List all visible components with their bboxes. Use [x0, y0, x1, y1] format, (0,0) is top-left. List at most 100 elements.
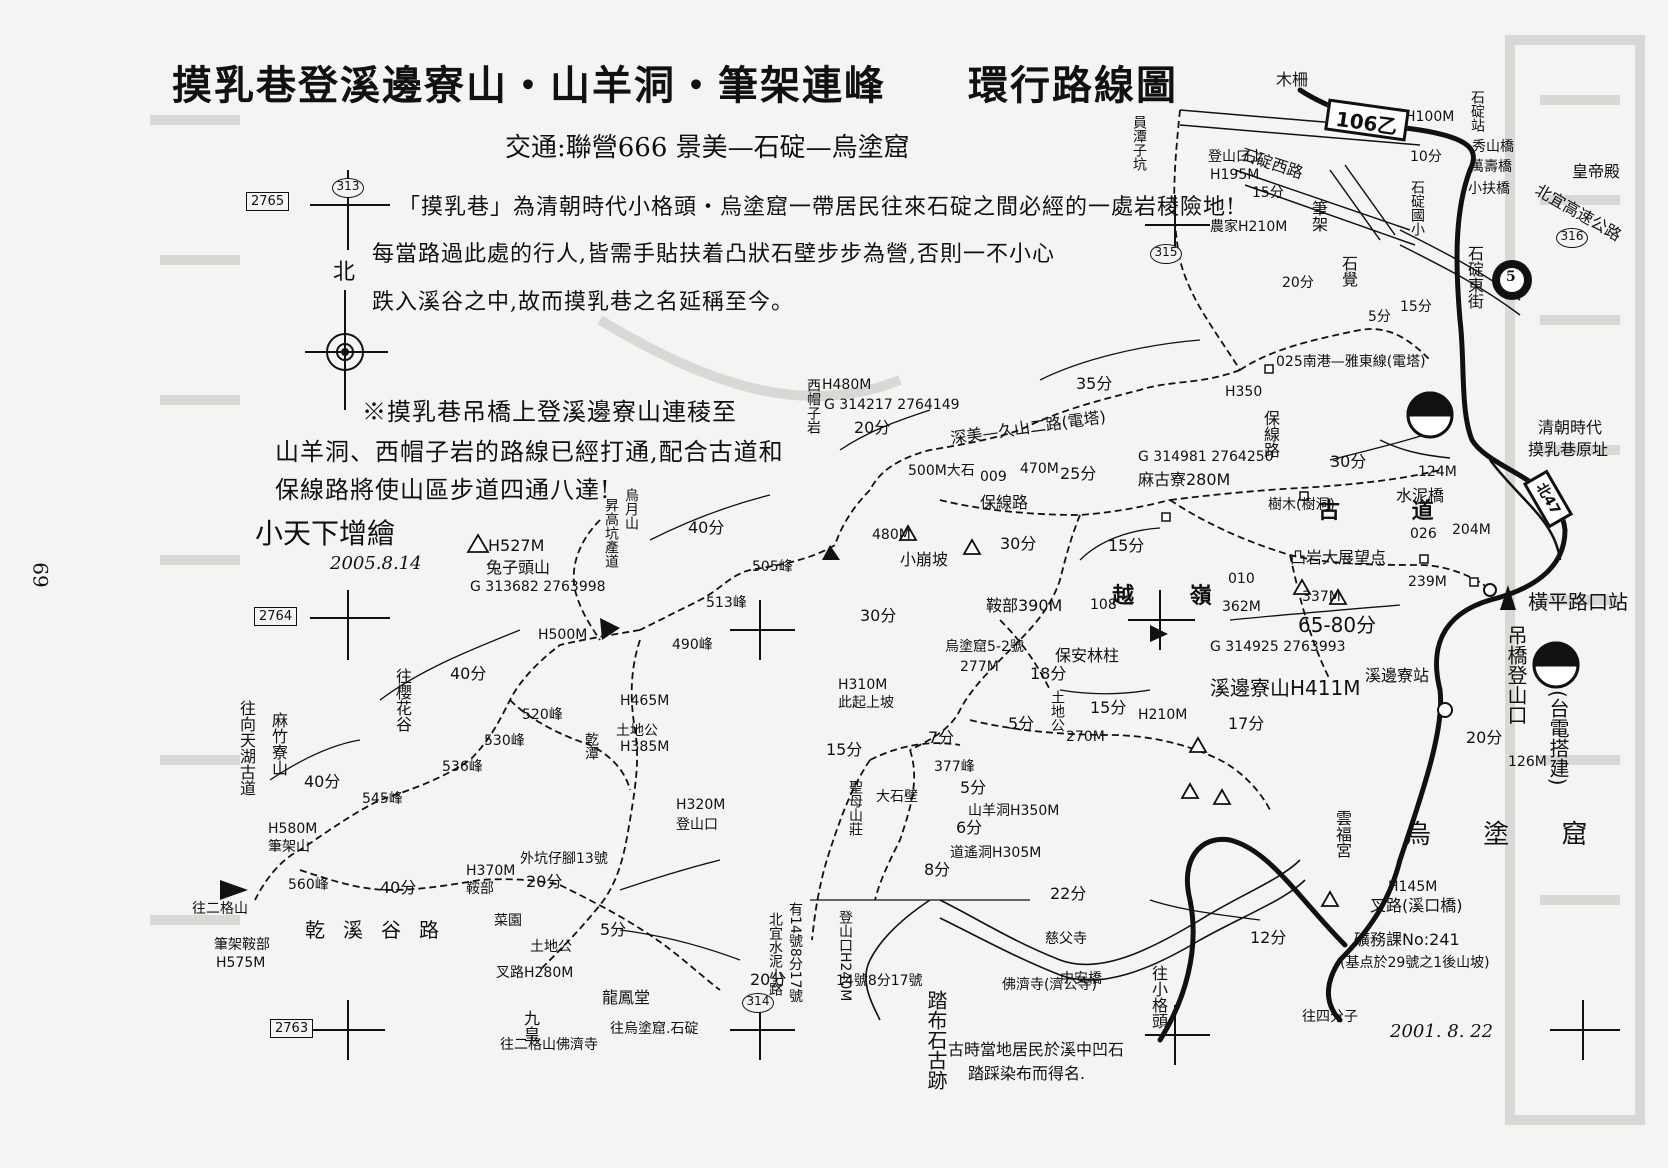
label-bijia: 筆架 — [1309, 200, 1328, 232]
time-15a: 15分 — [1252, 185, 1284, 201]
time-30c: 30分 — [860, 606, 897, 625]
label-h362: 362M — [1222, 599, 1261, 615]
label-baizhi: 員潭子坑 — [1131, 115, 1147, 171]
transport-info: 交通:聯營666 景美—石碇—烏塗窟 — [505, 133, 910, 163]
route-badge-316: 316 — [1556, 228, 1588, 248]
label-tower-built: (台電搭建) — [1546, 690, 1570, 786]
label-h239: 239M — [1408, 574, 1447, 590]
label-xiao-shan-note: 有14號8分17號 — [787, 902, 803, 1003]
intro-line-1: 「摸乳巷」為清朝時代小格頭‧烏塗窟一帶居民往來石碇之間必經的一處岩稜險地! — [398, 195, 1236, 220]
label-farm: 農家H210M — [1210, 219, 1288, 235]
label-diaoqiao-h: 126M — [1508, 754, 1547, 770]
label-p545: 545峰 — [362, 791, 403, 807]
grid-label-2764: 2764 — [254, 607, 298, 626]
label-xi-mao-g: G 314217 2764149 — [824, 397, 960, 413]
label-tabu-stone: 踏布石古跡 — [924, 990, 948, 1090]
label-tuzi-h: H527M — [488, 536, 545, 555]
label-muzha: 木柵 — [1276, 70, 1309, 89]
label-xiao-shan-road: 北宜水泥小路 — [767, 912, 783, 996]
label-bijia-shan: 筆架山 — [268, 839, 310, 855]
label-baoxian-road-v: 保線路 — [1261, 410, 1280, 458]
time-40d: 40分 — [380, 878, 417, 897]
label-maiguliao-g: G 314981 2764250 — [1138, 449, 1274, 465]
map-title: 摸乳巷登溪邊寮山‧山羊洞‧筆架連峰 — [172, 62, 886, 109]
label-p530: 530峰 — [484, 733, 525, 749]
bus-stops — [1437, 583, 1497, 718]
label-h385: H385M — [620, 739, 670, 755]
route-badge-313: 313 — [332, 178, 364, 198]
north-compass — [305, 290, 388, 410]
label-shumu: 樹木(樹洞) — [1268, 497, 1335, 513]
label-h480: 480M — [872, 527, 911, 543]
grid-label-2765: 2765 — [246, 192, 290, 211]
label-maiguliao: 麻古寮280M — [1138, 470, 1231, 489]
label-point-108: 108 — [1090, 597, 1117, 613]
grid-crosses — [310, 170, 1620, 1065]
label-waiti-path: 外坑仔腳13號 — [520, 851, 608, 867]
label-xiaotu: 小崩坡 — [900, 550, 949, 569]
label-jiu-huang: 九皇 — [521, 1010, 540, 1042]
label-shuini-bridge: 水泥橋 — [1396, 486, 1445, 505]
label-dengshan-h240: 登山口H240M — [837, 910, 853, 1002]
map-title-suffix: 環行路線圖 — [968, 62, 1178, 109]
time-5a: 5分 — [1368, 309, 1391, 325]
label-baoxian-road: 保線路 — [980, 493, 1029, 512]
label-shiding-station-h: H100M — [1405, 109, 1455, 125]
label-wang-erge-2: 往二格山佛濟寺 — [500, 1037, 598, 1053]
label-h465: H465M — [620, 693, 670, 709]
time-25: 25分 — [1060, 464, 1097, 483]
north-label: 北 — [333, 260, 356, 285]
town-roads — [1179, 109, 1521, 459]
point-squares — [1161, 364, 1479, 587]
time-15c: 15分 — [1108, 536, 1145, 555]
label-point-009: 009 — [980, 469, 1007, 485]
time-20e: 20分 — [750, 970, 787, 989]
label-h470: 470M — [1020, 461, 1059, 477]
label-tudi-gong-2: 土地公 — [616, 723, 658, 739]
label-h310: H310M — [838, 677, 888, 693]
label-huangdi-temple: 皇帝殿 — [1572, 162, 1621, 181]
label-baoan-post: 保安林柱 — [1055, 646, 1120, 665]
label-h204: 204M — [1452, 522, 1491, 538]
label-zhongan-bridge: 中安橋 — [1060, 971, 1102, 987]
label-shiding-elem: 石碇國小 — [1409, 180, 1425, 236]
label-h320: H320M — [676, 797, 726, 813]
label-anbu-small: 鞍部 — [466, 881, 494, 897]
bus-markers — [1406, 391, 1580, 689]
label-tuzi-g: G 313682 2763998 — [470, 579, 606, 595]
label-xiaofu-bridge: 小扶橋 — [1468, 181, 1510, 197]
label-fork-xikou: 叉路(溪口橋) — [1370, 896, 1463, 915]
label-dashi-bi: 大石壁 — [876, 789, 918, 805]
time-15d: 15分 — [1090, 698, 1127, 717]
label-p500: 500M大石 — [908, 463, 975, 479]
label-shiding-east-street: 石碇東街 — [1465, 245, 1484, 309]
time-40b: 40分 — [450, 664, 487, 683]
label-mining: 礦務課No:241 — [1354, 930, 1460, 949]
label-point-010: 010 — [1228, 571, 1255, 587]
label-xiushan-bridge: 秀山橋 — [1472, 139, 1514, 155]
label-mazhu-shan: 麻竹寮山 — [269, 712, 288, 776]
label-yunfu-temple: 雲福宮 — [1333, 810, 1352, 858]
intro-line-3: 跌入溪谷之中,故而摸乳巷之名延稱至今。 — [372, 290, 794, 315]
trails — [254, 109, 1491, 991]
label-dengshankou-top: 登山口上 — [1208, 149, 1264, 165]
label-gudao: 古 道 — [1318, 498, 1466, 524]
time-20a: 20分 — [1282, 275, 1314, 291]
time-35: 35分 — [1076, 374, 1113, 393]
time-7: 7分 — [928, 728, 955, 747]
label-shengmu: 聖母山莊 — [847, 780, 863, 836]
time-10: 10分 — [1410, 149, 1442, 165]
map-date: 2001. 8. 22 — [1390, 1021, 1494, 1042]
label-longfeng: 龍鳳堂 — [602, 988, 651, 1007]
label-p513: 513峰 — [706, 595, 747, 611]
time-6: 6分 — [956, 818, 983, 837]
intro-line-2: 每當路過此處的行人,皆需手貼扶着凸狀石壁步步為營,否則一不小心 — [372, 242, 1055, 267]
label-daoyao-cave: 道遙洞H305M — [950, 845, 1042, 861]
time-40a: 40分 — [688, 518, 725, 537]
label-wang-sifenzi: 往四分子 — [1302, 1009, 1358, 1025]
label-hengping-station: 橫平路口站 — [1528, 590, 1628, 614]
label-wanshou-bridge: 萬壽橋 — [1470, 159, 1512, 175]
credit-date: 2005.8.14 — [330, 553, 422, 574]
label-shixian: 石覺 — [1339, 255, 1358, 287]
